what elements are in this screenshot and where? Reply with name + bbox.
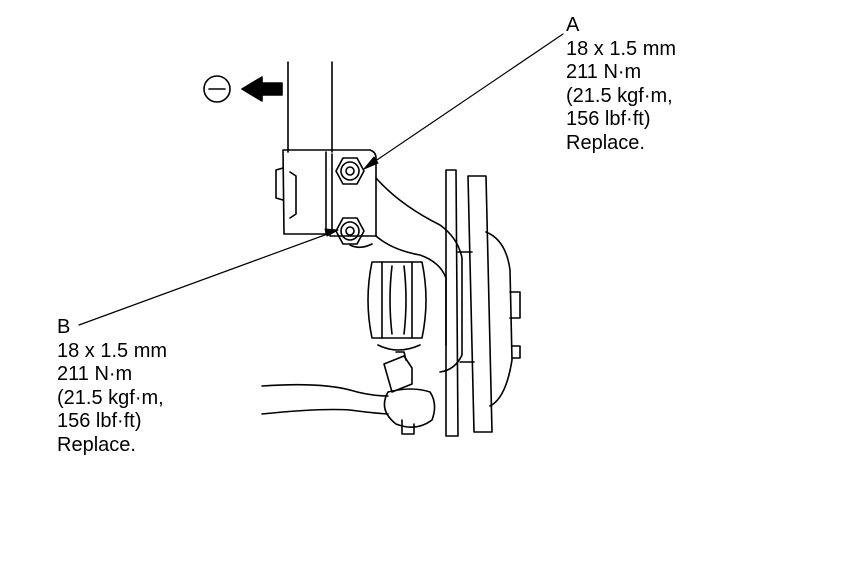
callout-b: B 18 x 1.5 mm 211 N·m (21.5 kgf·m, 156 l… bbox=[57, 316, 167, 457]
callout-b-note: Replace. bbox=[57, 433, 136, 456]
callout-a-torque-nm: 211 N·m bbox=[566, 61, 642, 83]
lower-arm bbox=[261, 351, 436, 435]
strut-bracket bbox=[275, 149, 377, 237]
bolt-b bbox=[335, 217, 365, 245]
leader-line-a bbox=[367, 33, 564, 167]
boot-bushing bbox=[367, 261, 427, 351]
direction-arrow-icon bbox=[241, 76, 283, 102]
callout-a-torque-lbf: 156 lbf·ft) bbox=[566, 108, 651, 130]
steering-knuckle bbox=[349, 177, 463, 373]
callout-a-torque-kgf: (21.5 kgf·m, bbox=[566, 84, 673, 107]
bolt-a bbox=[335, 157, 365, 185]
callout-a-size: 18 x 1.5 mm bbox=[566, 37, 677, 60]
leader-line-b bbox=[78, 231, 334, 326]
minus-circle-icon bbox=[203, 75, 231, 103]
callout-b-torque-nm: 211 N·m bbox=[57, 363, 133, 385]
damper-strut bbox=[287, 61, 333, 153]
brake-disc bbox=[445, 169, 521, 437]
callout-a-note: Replace. bbox=[566, 131, 645, 154]
callout-b-torque-lbf: 156 lbf·ft) bbox=[57, 410, 142, 432]
callout-b-torque-kgf: (21.5 kgf·m, bbox=[57, 386, 164, 409]
callout-a-letter: A bbox=[566, 14, 580, 36]
callout-b-letter: B bbox=[57, 316, 71, 338]
leader-arrow-b bbox=[324, 228, 339, 237]
leader-arrow-a bbox=[363, 156, 379, 170]
callout-b-size: 18 x 1.5 mm bbox=[57, 339, 168, 362]
callout-a: A 18 x 1.5 mm 211 N·m (21.5 kgf·m, 156 l… bbox=[566, 14, 676, 155]
